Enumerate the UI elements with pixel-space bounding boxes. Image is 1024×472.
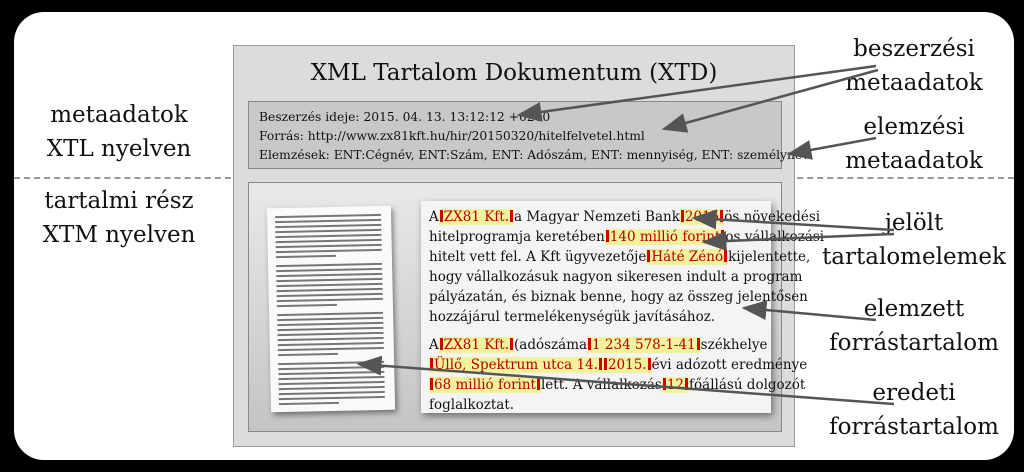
text-run: A (429, 337, 439, 353)
text-run: A (429, 209, 439, 225)
entity-amount: 140 millió forint (604, 229, 726, 245)
label-original-source: eredeti forrástartalom (814, 376, 1014, 444)
label-line: jelölt (884, 210, 944, 236)
arrow-marked-1 (691, 209, 895, 232)
entity-person: Háté Zénó (646, 249, 729, 265)
label-line: beszerzési (853, 36, 975, 62)
text-line: hozzájárul termelékenységük javításához. (429, 309, 716, 325)
document-title: XML Tartalom Dokumentum (XTD) (310, 60, 718, 86)
arrow-acq-date (516, 64, 877, 122)
entity-company: ZX81 Kft. (438, 209, 515, 225)
label-line: metaadatok (50, 102, 188, 128)
label-line: tartalomelemek (822, 244, 1006, 270)
text-run: kijelentette, (728, 249, 811, 265)
text-line: hogy vállalkozásuk nagyon sikeresen indu… (429, 269, 803, 285)
label-acquisition-metadata: beszerzési metaadatok (814, 32, 1014, 100)
text-run: székhelye (700, 337, 768, 353)
source-url: Forrás: http://www.zx81kft.hu/hir/201503… (259, 129, 645, 143)
label-line: elemzett (863, 296, 965, 322)
arrow-marked-2 (701, 231, 895, 252)
label-line: metaadatok (845, 148, 983, 174)
entity-tax-number: 1 234 578-1-41 (587, 337, 701, 353)
xtd-document-box: XML Tartalom Dokumentum (XTD) Beszerzés … (233, 45, 824, 447)
diagram-canvas: metaadatok XTL nyelven tartalmi rész XTM… (14, 12, 1014, 460)
text-run: hitelt vett fel. A Kft ügyvezetője (429, 249, 647, 265)
analyses-list: Elemzések: ENT:Cégnév, ENT:Szám, ENT: Ad… (259, 148, 810, 162)
label-line: forrástartalom (829, 414, 999, 440)
arrow-original (356, 355, 895, 406)
text-run: főállású dolgozót (689, 377, 806, 393)
text-run: (adószáma (514, 337, 588, 353)
entity-amount: 68 millió forint (429, 377, 541, 393)
label-line: XTL nyelven (46, 136, 192, 162)
label-line: elemzési (863, 114, 965, 140)
label-analyzed-source: elemzett forrástartalom (814, 292, 1014, 360)
entity-number: 2015. (602, 357, 652, 373)
label-line: forrástartalom (829, 330, 999, 356)
label-analysis-metadata: elemzési metaadatok (814, 110, 1014, 178)
text-run: a Magyar Nemzeti Bank (514, 209, 680, 225)
arrow-acq-source (661, 68, 879, 133)
arrow-analyses (786, 136, 877, 160)
annotation-arrows (356, 64, 895, 406)
label-metadata-xtl: metaadatok XTL nyelven (14, 98, 224, 166)
acquisition-date: Beszerzés ideje: 2015. 04. 13. 13:12:12 … (259, 110, 551, 124)
label-line: tartalmi rész (44, 188, 194, 214)
text-line: Üllő, Spektrum utca 14.2015.évi adózott … (429, 357, 807, 373)
text-run: hitelprogramja keretében (429, 229, 605, 245)
text-line: pályázatán, és biznak benne, hogy az öss… (429, 289, 808, 305)
text-line: foglalkoztat. (429, 397, 515, 413)
label-line: eredeti (872, 380, 956, 406)
entity-company: ZX81 Kft. (438, 337, 515, 353)
label-content-xtm: tartalmi rész XTM nyelven (14, 184, 224, 252)
label-line: XTM nyelven (42, 222, 196, 248)
arrow-analyzed (741, 300, 877, 322)
entity-address: Üllő, Spektrum utca 14. (429, 357, 603, 373)
label-marked-content-elements: jelölt tartalomelemek (814, 206, 1014, 274)
label-line: metaadatok (845, 70, 983, 96)
text-run: évi adózott eredménye (651, 357, 808, 373)
metadata-box: Beszerzés ideje: 2015. 04. 13. 13:12:12 … (248, 101, 809, 169)
